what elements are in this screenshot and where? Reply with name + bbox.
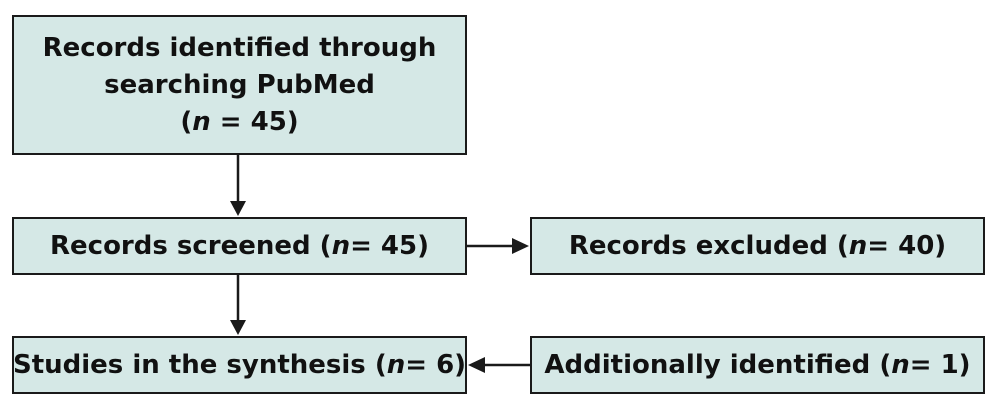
studies-synthesis-n-symbol: n bbox=[386, 349, 406, 380]
records-identified-count-open: ( bbox=[180, 106, 193, 137]
records-screened-count: = 45) bbox=[350, 230, 429, 261]
records-excluded-n-symbol: n bbox=[848, 230, 868, 261]
arrow-screened-to-excluded bbox=[467, 238, 529, 254]
records-excluded-label: Records excluded ( bbox=[568, 230, 849, 261]
records-excluded-count: = 40) bbox=[867, 230, 947, 261]
arrow-additional-to-synthesis bbox=[468, 357, 530, 373]
records-identified-line2: searching PubMed bbox=[104, 69, 375, 100]
additionally-identified-n-symbol: n bbox=[891, 349, 910, 380]
records-identified-line1: Records identified through bbox=[42, 32, 437, 63]
records-screened-label: Records screened ( bbox=[50, 230, 332, 261]
records-identified-count-value: = 45) bbox=[210, 106, 299, 137]
records-screened-box: Records screened (n = 45) bbox=[12, 217, 467, 275]
records-excluded-box: Records excluded (n = 40) bbox=[530, 217, 985, 275]
studies-synthesis-label: Studies in the synthesis ( bbox=[12, 349, 387, 380]
records-identified-n-symbol: n bbox=[192, 106, 211, 137]
records-screened-n-symbol: n bbox=[331, 230, 351, 261]
records-identified-count: (n = 45) bbox=[180, 104, 298, 141]
additionally-identified-label: Additionally identified ( bbox=[544, 349, 892, 380]
studies-synthesis-box: Studies in the synthesis (n = 6) bbox=[12, 336, 467, 394]
additionally-identified-count: = 1) bbox=[909, 349, 971, 380]
additionally-identified-box: Additionally identified (n = 1) bbox=[530, 336, 985, 394]
records-identified-box: Records identified through searching Pub… bbox=[12, 15, 467, 155]
arrow-screened-to-synthesis bbox=[230, 275, 246, 335]
arrow-identified-to-screened bbox=[230, 155, 246, 216]
studies-synthesis-count: = 6) bbox=[405, 349, 467, 380]
